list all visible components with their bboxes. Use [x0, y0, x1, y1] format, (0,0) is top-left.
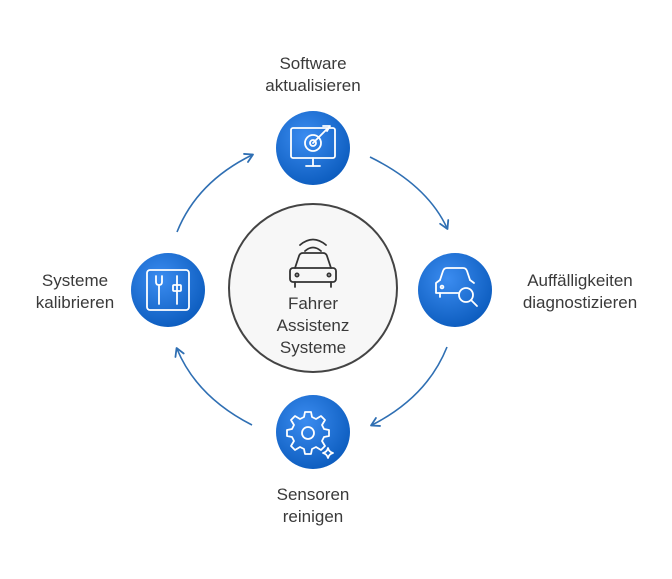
arrow-diagnose-to-sensoren [370, 346, 448, 427]
center-label-line-1: Fahrer [287, 294, 339, 313]
step-label-software-line-1: Software [279, 54, 347, 73]
node-sensoren [276, 395, 350, 469]
step-label-diagnose-line-2: diagnostizieren [522, 293, 638, 312]
center-circle [228, 203, 398, 373]
node-kalibrieren [131, 253, 205, 327]
gear-sparkle-icon [286, 411, 334, 459]
step-label-software-line-2: aktualisieren [265, 76, 361, 95]
monitor-target-icon [290, 125, 336, 167]
step-label-diagnose: Auffälligkeiten diagnostizieren [500, 270, 660, 314]
arrow-software-to-diagnose [369, 156, 450, 230]
step-label-diagnose-line-1: Auffälligkeiten [527, 271, 633, 290]
arrow-kalibrieren-to-software [176, 153, 254, 233]
center-label-line-3: Systeme [279, 338, 347, 357]
center-label: Fahrer Assistenz Systeme [253, 293, 373, 359]
step-label-sensoren-line-2: reinigen [282, 507, 344, 526]
car-signal-icon [289, 238, 337, 288]
center-label-line-2: Assistenz [276, 316, 350, 335]
step-label-sensoren-line-1: Sensoren [276, 485, 350, 504]
step-label-kalibrieren: Systeme kalibrieren [20, 270, 130, 314]
step-label-kalibrieren-line-2: kalibrieren [35, 293, 115, 312]
node-diagnose [418, 253, 492, 327]
arrow-sensoren-to-kalibrieren [174, 347, 253, 426]
step-label-sensoren: Sensoren reinigen [233, 484, 393, 528]
node-software [276, 111, 350, 185]
step-label-kalibrieren-line-1: Systeme [41, 271, 109, 290]
tools-sliders-icon [146, 269, 190, 311]
step-label-software: Software aktualisieren [233, 53, 393, 97]
car-search-icon [435, 267, 478, 307]
